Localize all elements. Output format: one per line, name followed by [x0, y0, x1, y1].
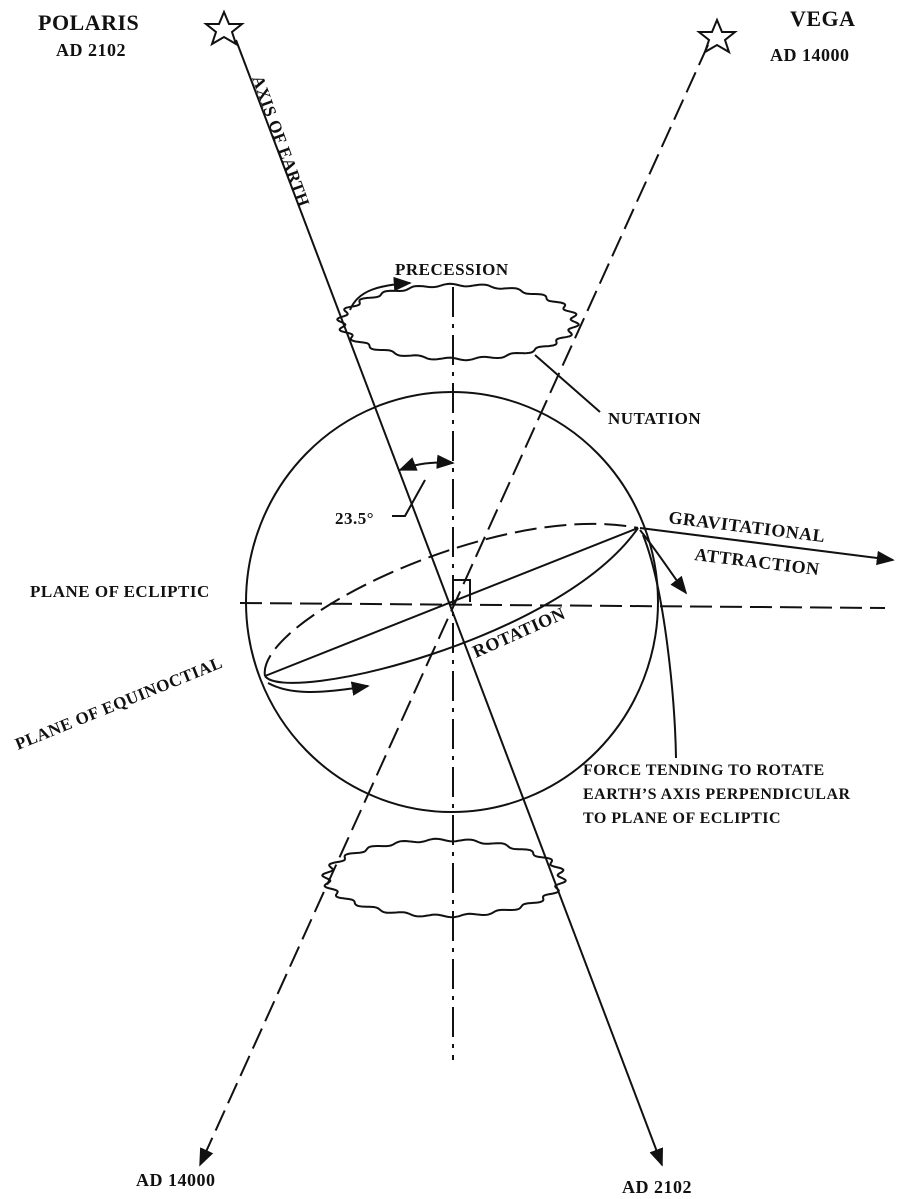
force-leader-line [642, 534, 677, 759]
precession-loop-bottom [321, 837, 567, 919]
nutation-label: NUTATION [608, 409, 701, 428]
vega-label: VEGA [790, 6, 856, 31]
gravitational-label: GRAVITATIONAL [668, 507, 827, 546]
precession-arrow [349, 276, 412, 311]
polaris-date-label: AD 2102 [56, 40, 126, 60]
force-arrow [639, 529, 688, 595]
tilt-angle-arc [398, 454, 455, 471]
nutation-leader-line [534, 354, 601, 413]
right-angle-mark [453, 579, 471, 602]
star-outline-icon [696, 17, 738, 55]
plane-of-equinoctial-line [264, 527, 639, 677]
tilt-angle-label: 23.5° [335, 509, 374, 528]
bottom-right-date-label: AD 2102 [622, 1177, 692, 1197]
polaris-label: POLARIS [38, 10, 139, 35]
gravitational-arrow [639, 527, 895, 566]
equator-back-arc [263, 522, 639, 677]
vega-date-label: AD 14000 [770, 45, 850, 65]
plane-of-equinoctial-label: PLANE OF EQUINOCTIAL [12, 653, 225, 754]
force-label-line1: FORCE TENDING TO ROTATE [583, 762, 825, 779]
precession-label: PRECESSION [395, 260, 509, 279]
bottom-left-date-label: AD 14000 [136, 1170, 216, 1190]
force-label-line2: EARTH’S AXIS PERPENDICULAR [583, 786, 851, 803]
plane-of-ecliptic-line [239, 602, 886, 609]
star-outline-icon [203, 9, 245, 47]
precession-loop-top [336, 282, 580, 362]
equator-front-arc [264, 527, 639, 684]
axis-of-earth-label: AXIS OF EARTH [248, 73, 313, 210]
force-label-line3: TO PLANE OF ECLIPTIC [583, 810, 781, 827]
plane-of-ecliptic-label: PLANE OF ECLIPTIC [30, 582, 210, 601]
tilt-angle-leader [392, 479, 426, 517]
rotation-label: ROTATION [469, 603, 568, 662]
rotation-arrow [267, 681, 370, 696]
